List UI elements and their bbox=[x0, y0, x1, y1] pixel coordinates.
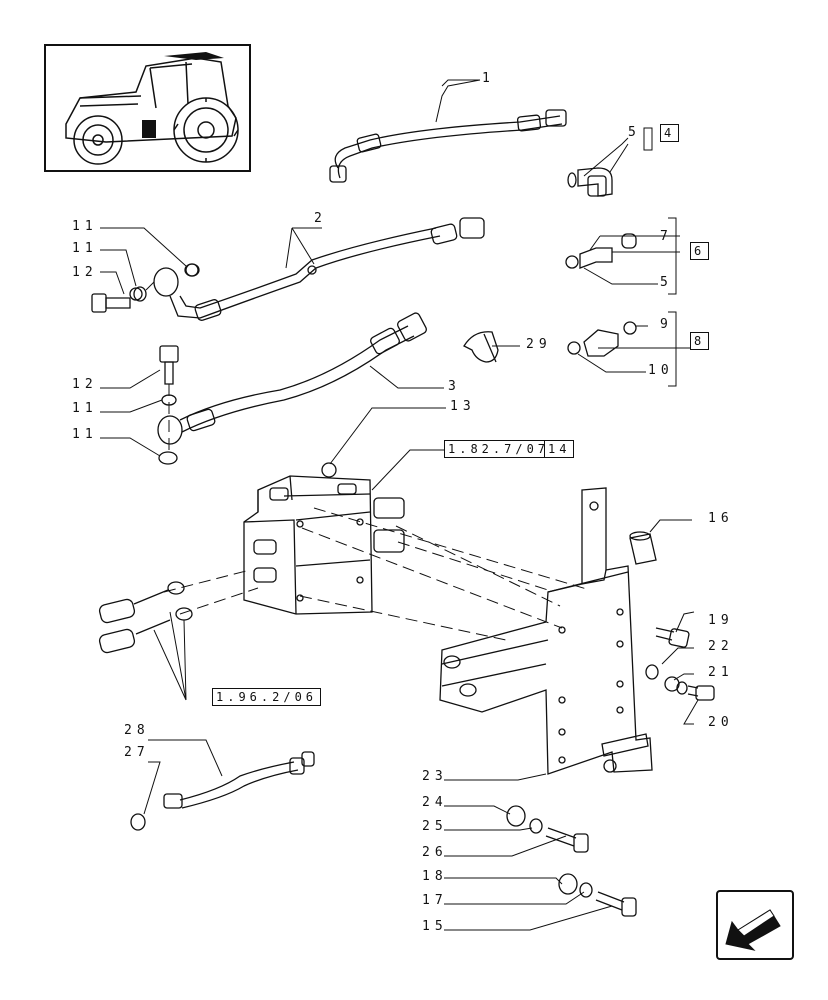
boxed-callout-8[interactable]: 8 bbox=[690, 332, 710, 350]
nut-bolt-24-26 bbox=[507, 806, 588, 852]
callout-16: 16 bbox=[708, 511, 734, 526]
hose-part-1 bbox=[330, 110, 566, 182]
tractor-thumbnail-icon bbox=[46, 52, 249, 170]
callout-11-a: 11 bbox=[72, 219, 98, 234]
fitting-6 bbox=[566, 234, 636, 268]
callout-2: 2 bbox=[314, 211, 327, 226]
rod-ends bbox=[98, 582, 192, 654]
callout-19: 19 bbox=[708, 613, 734, 628]
boxed-callout-14[interactable]: 14 bbox=[544, 440, 575, 458]
hose-part-2 bbox=[154, 218, 484, 321]
hose-part-3 bbox=[158, 312, 428, 444]
elbow-fitting-4 bbox=[568, 168, 612, 196]
callout-18: 18 bbox=[422, 869, 448, 884]
callout-23: 23 bbox=[422, 769, 448, 784]
ref-1-82-7-07A[interactable]: 1.82.7/07A bbox=[444, 440, 565, 458]
callout-26: 26 bbox=[422, 845, 448, 860]
callout-15: 15 bbox=[422, 919, 448, 934]
callout-25: 25 bbox=[422, 819, 448, 834]
callout-11-c: 11 bbox=[72, 401, 98, 416]
callout-20: 20 bbox=[708, 715, 734, 730]
callout-13: 13 bbox=[450, 399, 476, 414]
callout-5-mid: 5 bbox=[660, 275, 673, 290]
bolt-washers-20-22 bbox=[646, 665, 714, 700]
callout-10: 10 bbox=[648, 363, 674, 378]
valve-block bbox=[244, 476, 404, 614]
boxed-callout-4[interactable]: 4 bbox=[660, 124, 680, 142]
bolt-part-19 bbox=[656, 628, 689, 648]
sleeve-part-16 bbox=[630, 532, 656, 564]
boxed-callout-6[interactable]: 6 bbox=[690, 242, 710, 260]
back-navigation-button[interactable] bbox=[716, 890, 794, 960]
callout-27: 27 bbox=[124, 745, 150, 760]
tractor-thumbnail bbox=[44, 44, 251, 172]
ref-1-96-2-06[interactable]: 1.96.2/06 bbox=[212, 688, 322, 706]
callout-7: 7 bbox=[660, 229, 673, 244]
callout-11-d: 11 bbox=[72, 427, 98, 442]
callout-17: 17 bbox=[422, 893, 448, 908]
callout-24: 24 bbox=[422, 795, 448, 810]
callout-11-b: 11 bbox=[72, 241, 98, 256]
callout-12-b: 12 bbox=[72, 377, 98, 392]
callout-1: 1 bbox=[482, 71, 495, 86]
callout-21: 21 bbox=[708, 665, 734, 680]
callout-5-top: 5 bbox=[628, 125, 641, 140]
hose-part-28 bbox=[131, 752, 314, 830]
callout-22: 22 bbox=[708, 639, 734, 654]
bolt-part-12b bbox=[130, 264, 199, 464]
callout-28: 28 bbox=[124, 723, 150, 738]
fitting-8 bbox=[568, 322, 636, 356]
callout-3: 3 bbox=[448, 379, 461, 394]
callout-12-a: 12 bbox=[72, 265, 98, 280]
callout-29: 29 bbox=[526, 337, 552, 352]
clip-part-29 bbox=[464, 332, 498, 362]
back-arrow-icon bbox=[718, 892, 792, 958]
nut-bolt-15-18 bbox=[559, 874, 636, 916]
nut-part-13 bbox=[322, 463, 336, 477]
bolt-part-12a bbox=[92, 287, 146, 312]
callout-9: 9 bbox=[660, 317, 673, 332]
bracket-part-23 bbox=[440, 488, 652, 774]
